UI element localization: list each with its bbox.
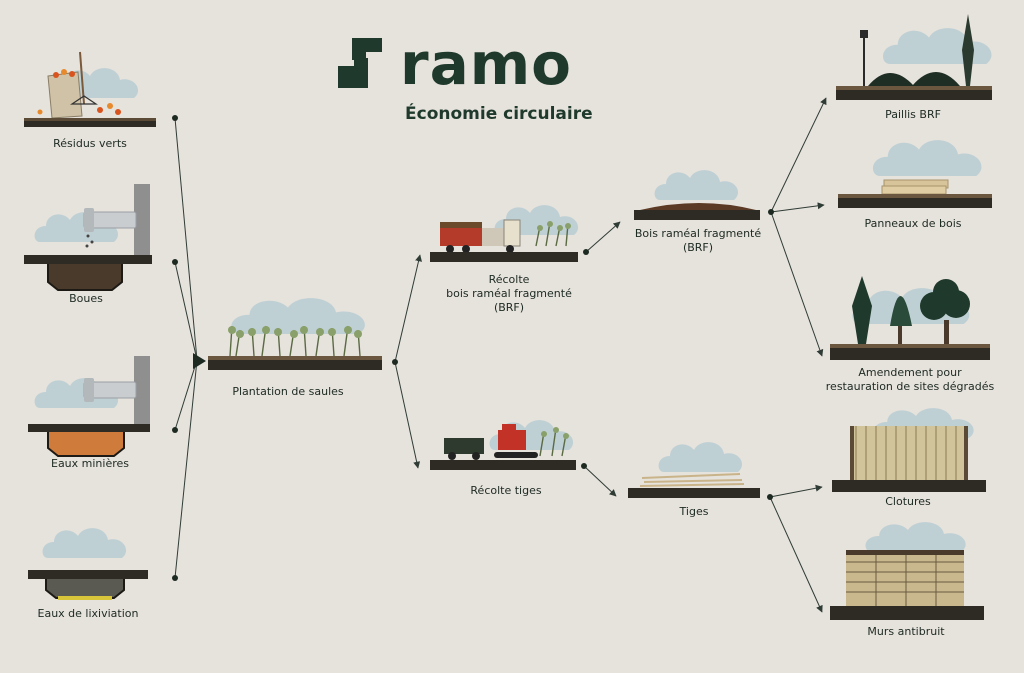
label-eaux-minieres: Eaux minières	[50, 457, 130, 470]
connector-lines	[174, 97, 827, 613]
willow-rows-icon	[228, 325, 362, 357]
node-recolte-brf	[430, 205, 579, 262]
label-murs: Murs antibruit	[867, 625, 945, 638]
label-tiges: Tiges	[679, 505, 709, 518]
node-murs	[830, 522, 984, 620]
node-tiges	[628, 442, 760, 498]
label-recolte-brf-1: Récolte	[488, 273, 530, 286]
label-paillis: Paillis BRF	[885, 108, 941, 121]
tractor-harvester-icon	[444, 424, 569, 460]
label-brf-2: (BRF)	[682, 241, 714, 254]
node-amendement	[830, 276, 990, 360]
ramo-logo-icon	[338, 38, 382, 88]
mulch-lamp-icon	[860, 14, 974, 86]
merge-arrow-icon	[193, 353, 206, 369]
stem-bundle-icon	[639, 473, 745, 487]
label-recolte-brf-2: bois raméal fragmenté	[446, 287, 572, 300]
pipe-mine-water-pit-icon	[47, 356, 150, 457]
label-amendement-2: restauration de sites dégradés	[825, 380, 995, 393]
label-eaux-lixiviation: Eaux de lixiviation	[37, 607, 139, 620]
label-panneaux: Panneaux de bois	[864, 217, 962, 230]
label-clotures: Clotures	[885, 495, 931, 508]
label-recolte-brf-3: (BRF)	[493, 301, 525, 314]
node-plantation	[208, 298, 382, 370]
node-clotures	[832, 408, 986, 492]
wood-chips-pile-icon	[640, 203, 756, 210]
node-brf	[634, 170, 760, 220]
page-subtitle: Économie circulaire	[405, 104, 593, 124]
label-plantation: Plantation de saules	[232, 385, 344, 398]
brand-name: ramo	[400, 30, 573, 98]
wood-panels-icon	[881, 179, 949, 195]
trees-restoration-icon	[852, 276, 970, 344]
pipe-sludge-pit-icon	[47, 184, 150, 291]
node-residus-verts	[24, 51, 156, 127]
noise-wall-icon	[846, 550, 964, 606]
label-brf-1: Bois raméal fragmenté	[634, 227, 762, 240]
label-boues: Boues	[69, 292, 103, 305]
node-eaux-minieres	[28, 356, 150, 457]
node-recolte-tiges	[430, 420, 576, 470]
chipper-truck-icon	[440, 219, 571, 253]
label-recolte-tiges: Récolte tiges	[470, 484, 542, 497]
willow-fence-icon	[850, 426, 968, 480]
label-amendement-1: Amendement pour	[858, 366, 962, 379]
node-paillis	[836, 14, 992, 100]
leaf-bag-rake-icon	[37, 51, 121, 119]
connector-dots	[172, 115, 774, 581]
label-residus-verts: Résidus verts	[53, 137, 127, 150]
node-boues	[24, 184, 152, 291]
node-eaux-lixiviation	[28, 528, 148, 600]
node-panneaux	[838, 140, 992, 208]
